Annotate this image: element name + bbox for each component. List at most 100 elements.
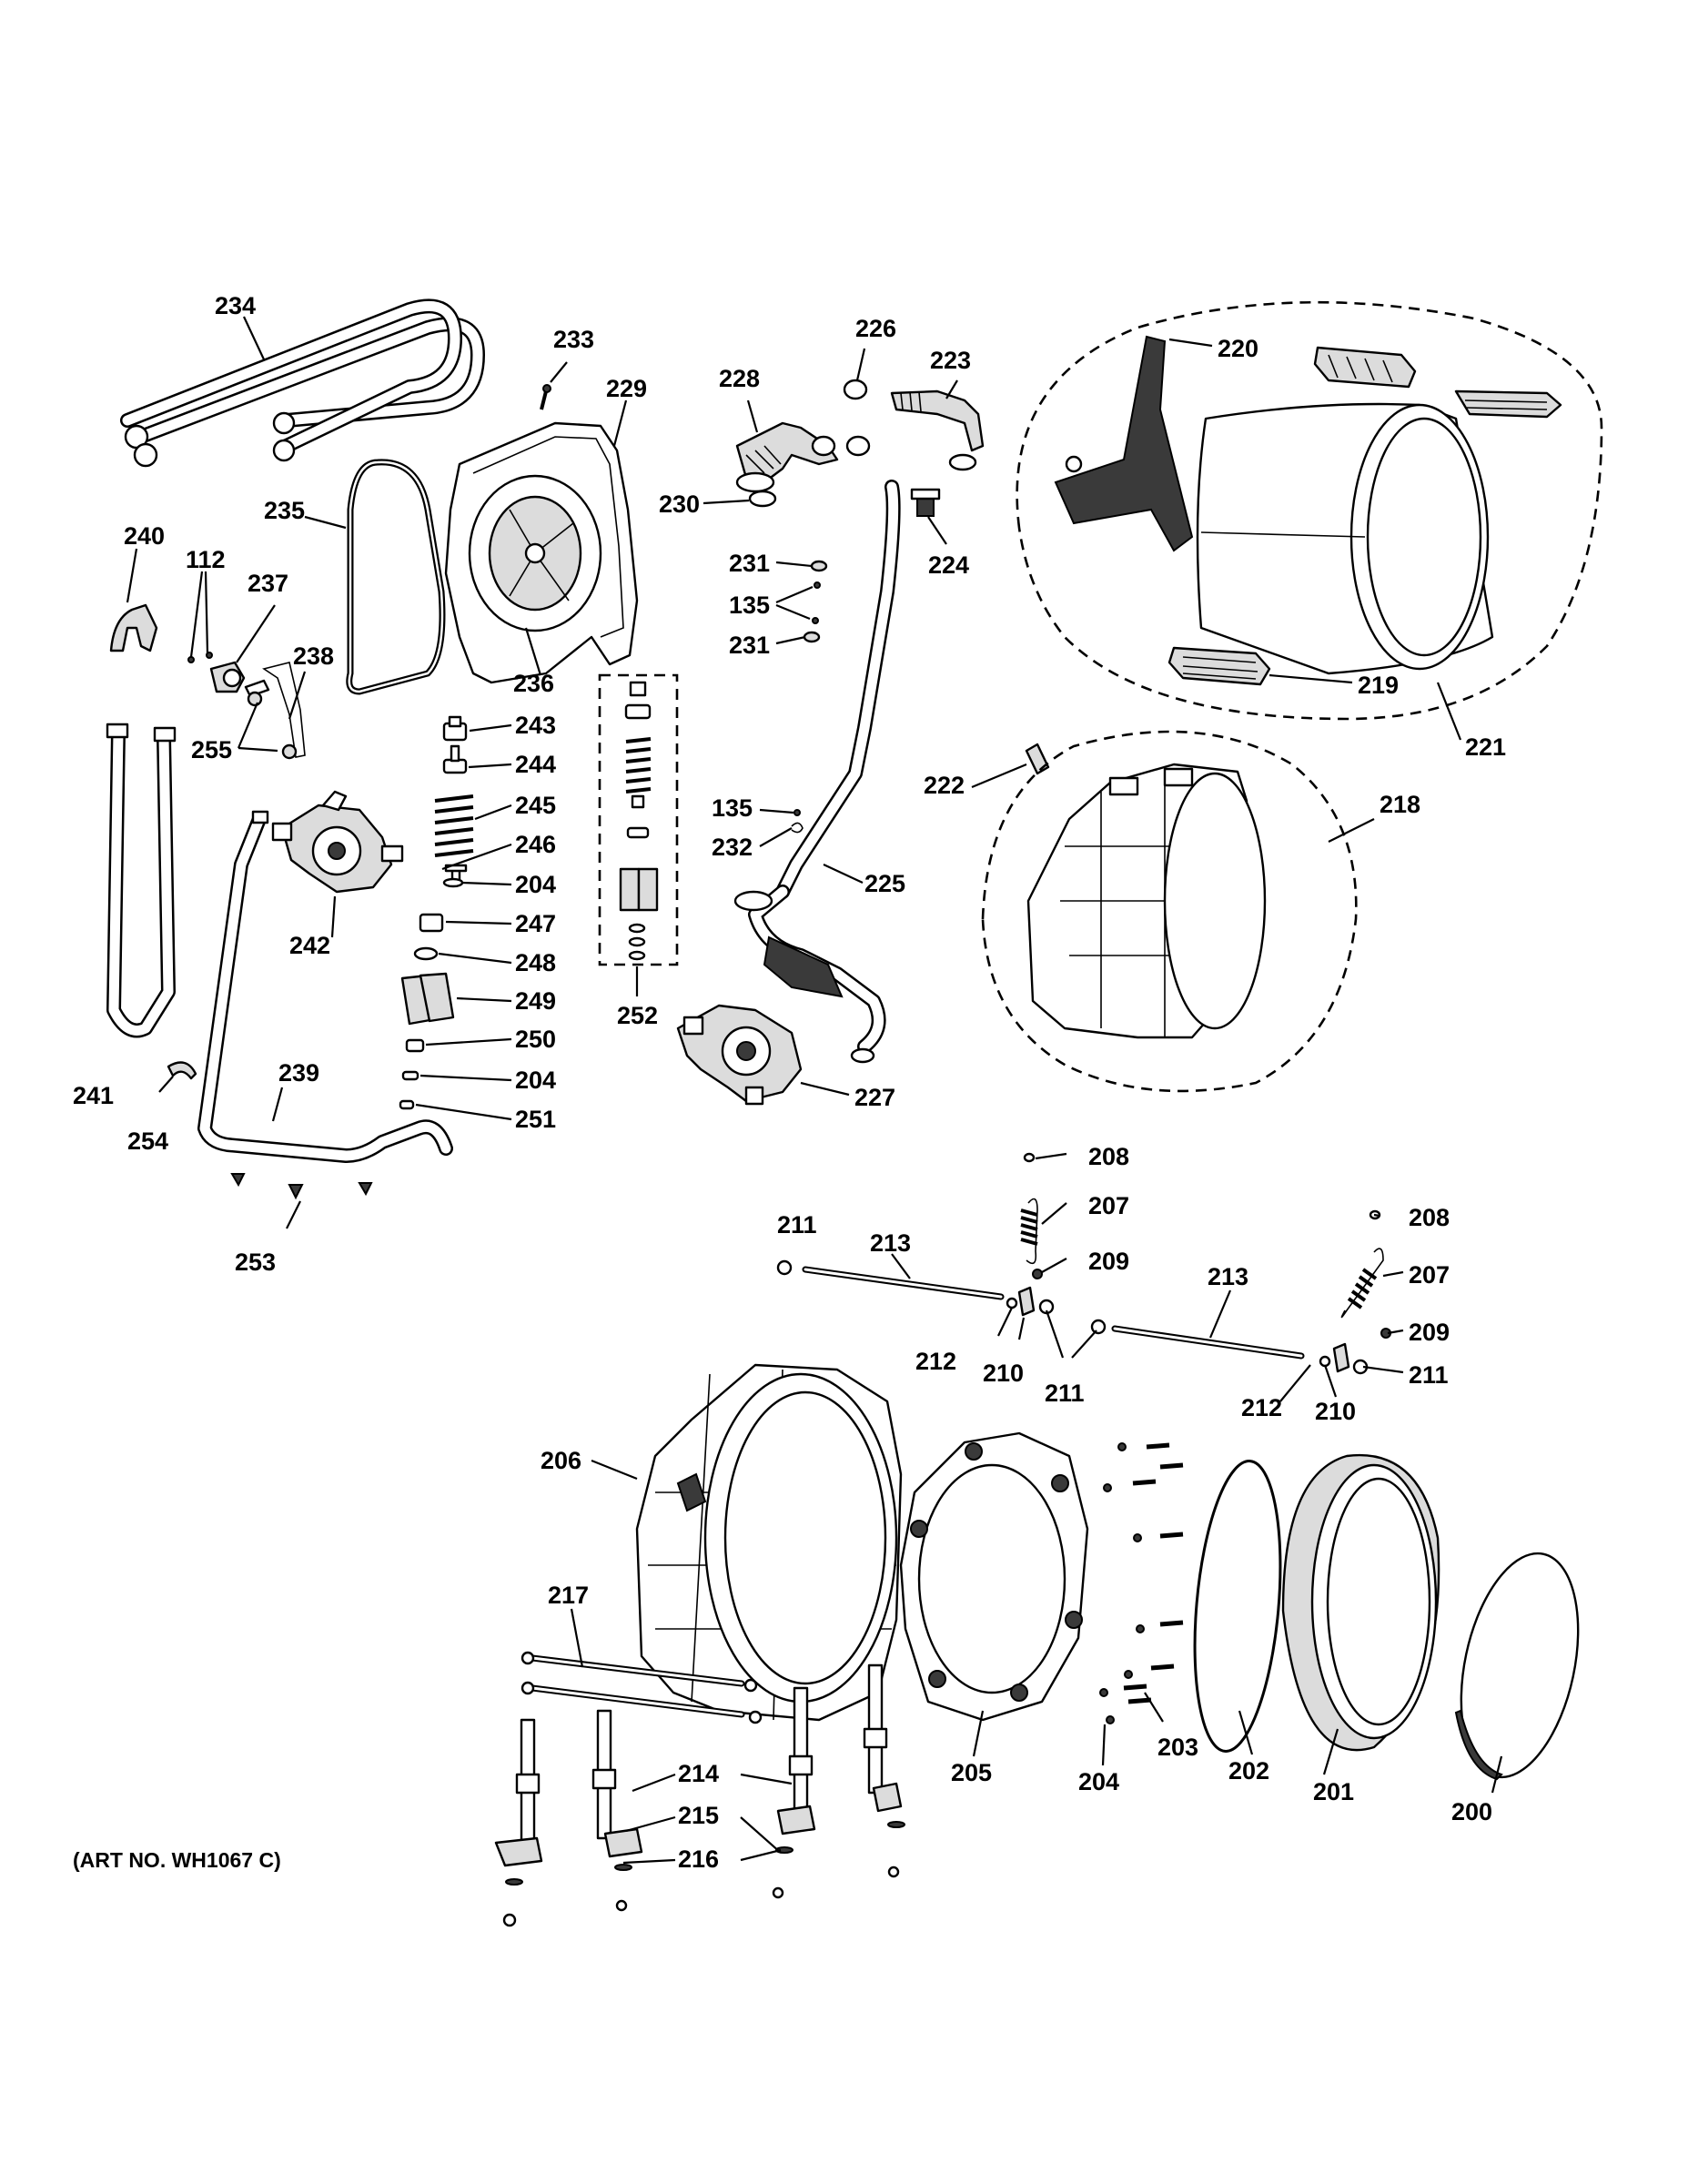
callout-222: 222: [924, 772, 965, 799]
art-number: (ART NO. WH1067 C): [73, 1848, 281, 1872]
callout-238: 238: [293, 642, 334, 670]
callout-203: 203: [1157, 1734, 1198, 1761]
part-235-drive-belt: [346, 459, 446, 695]
part-207-springs: [1020, 1198, 1384, 1319]
callout-213a: 213: [870, 1229, 911, 1257]
part-223-hose: [890, 389, 985, 471]
callout-245: 245: [515, 792, 556, 819]
callout-243: 243: [515, 712, 556, 739]
callout-206: 206: [541, 1447, 581, 1474]
part-225-drain-hose: [733, 480, 901, 1064]
callout-210a: 210: [983, 1360, 1024, 1387]
part-228-bellows-hose: [735, 421, 839, 493]
callout-255: 255: [191, 736, 232, 763]
callout-230: 230: [659, 490, 700, 518]
callout-202: 202: [1228, 1757, 1269, 1785]
callout-231a: 231: [729, 550, 770, 577]
callout-204c: 204: [1078, 1768, 1119, 1795]
part-229-rear-cover: [444, 421, 639, 684]
part-230-clamp: [748, 490, 777, 508]
part-231-135-hardware: [791, 560, 828, 834]
callout-204a: 204: [515, 871, 556, 898]
callout-209b: 209: [1409, 1319, 1450, 1346]
callout-211a: 211: [777, 1211, 817, 1239]
callout-254: 254: [127, 1127, 168, 1155]
callout-249: 249: [515, 987, 556, 1015]
part-234-inlet-hoses: [120, 298, 485, 468]
part-205-tub-ring: [899, 1431, 1089, 1722]
callout-237: 237: [248, 570, 288, 597]
part-224-pressure-sensor: [910, 488, 941, 517]
callout-247: 247: [515, 910, 556, 937]
callout-227: 227: [854, 1084, 895, 1111]
callout-244: 244: [515, 751, 556, 778]
part-217-rods: [521, 1651, 763, 1724]
callout-236: 236: [513, 670, 554, 697]
part-202-seal-ring: [1193, 1460, 1282, 1753]
callout-219: 219: [1358, 672, 1399, 699]
part-201-door-bellows: [1281, 1453, 1440, 1752]
part-200-door-glass: [1454, 1552, 1580, 1781]
callout-211b: 211: [1045, 1380, 1085, 1407]
part-218-outer-tub-rear: [981, 730, 1358, 1093]
callout-135b: 135: [712, 794, 753, 822]
callout-207b: 207: [1409, 1261, 1450, 1289]
part-221-basket-assembly: [1016, 300, 1603, 721]
callout-216: 216: [678, 1845, 719, 1873]
callout-211c: 211: [1409, 1361, 1449, 1389]
callout-224: 224: [928, 551, 969, 579]
callout-235: 235: [264, 497, 305, 524]
callout-242: 242: [289, 932, 330, 959]
part-239-drain-hose: [197, 810, 453, 1163]
callout-207a: 207: [1088, 1192, 1129, 1219]
callout-251: 251: [515, 1106, 556, 1133]
callout-239: 239: [278, 1059, 319, 1087]
part-214-dampers: [494, 1663, 903, 1867]
callout-205: 205: [951, 1759, 992, 1786]
callout-253: 253: [235, 1249, 276, 1276]
part-208-212-hardware: [776, 1152, 1391, 1375]
callout-135a: 135: [729, 592, 770, 619]
callout-209a: 209: [1088, 1248, 1129, 1275]
callout-225: 225: [864, 870, 905, 897]
callout-218: 218: [1380, 791, 1420, 818]
callout-200: 200: [1451, 1798, 1492, 1825]
callout-217: 217: [548, 1582, 589, 1609]
callout-212b: 212: [1241, 1394, 1282, 1421]
callout-252: 252: [617, 1002, 658, 1029]
part-226-clamp: [843, 379, 871, 457]
callout-250: 250: [515, 1026, 556, 1053]
callout-228: 228: [719, 365, 760, 392]
part-243-251-damper-stack: [399, 715, 474, 1110]
callout-234: 234: [215, 292, 256, 319]
callout-229: 229: [606, 375, 647, 402]
callout-112: 112: [186, 546, 226, 573]
part-233-bolt: [540, 384, 551, 410]
callout-248: 248: [515, 949, 556, 976]
part-213-suspension-rods: [802, 1266, 1305, 1360]
part-252-damper-kit: [598, 673, 679, 966]
part-254-clamp: [167, 1061, 197, 1080]
part-242-circulation-pump: [271, 790, 404, 894]
callout-204b: 204: [515, 1067, 556, 1094]
part-241-drain-hose-loop: [106, 723, 177, 1038]
part-215-216-hardware: [502, 1821, 905, 1927]
callout-231b: 231: [729, 632, 770, 659]
callout-223: 223: [930, 347, 971, 374]
part-240-hose-clip: [109, 603, 158, 652]
callout-208a: 208: [1088, 1143, 1129, 1170]
callout-220: 220: [1218, 335, 1258, 362]
part-203-204-bolts: [1099, 1442, 1184, 1724]
part-237-valve-assembly: [187, 652, 306, 760]
callout-232: 232: [712, 834, 753, 861]
callout-241: 241: [73, 1082, 114, 1109]
part-206-front-tub: [635, 1363, 903, 1722]
callout-213b: 213: [1208, 1263, 1248, 1290]
callout-221: 221: [1465, 733, 1506, 761]
part-222-label: [1025, 743, 1050, 775]
part-227-drain-pump: [676, 1004, 803, 1106]
callout-212a: 212: [915, 1348, 956, 1375]
callout-226: 226: [855, 315, 896, 342]
callout-210b: 210: [1315, 1398, 1356, 1425]
